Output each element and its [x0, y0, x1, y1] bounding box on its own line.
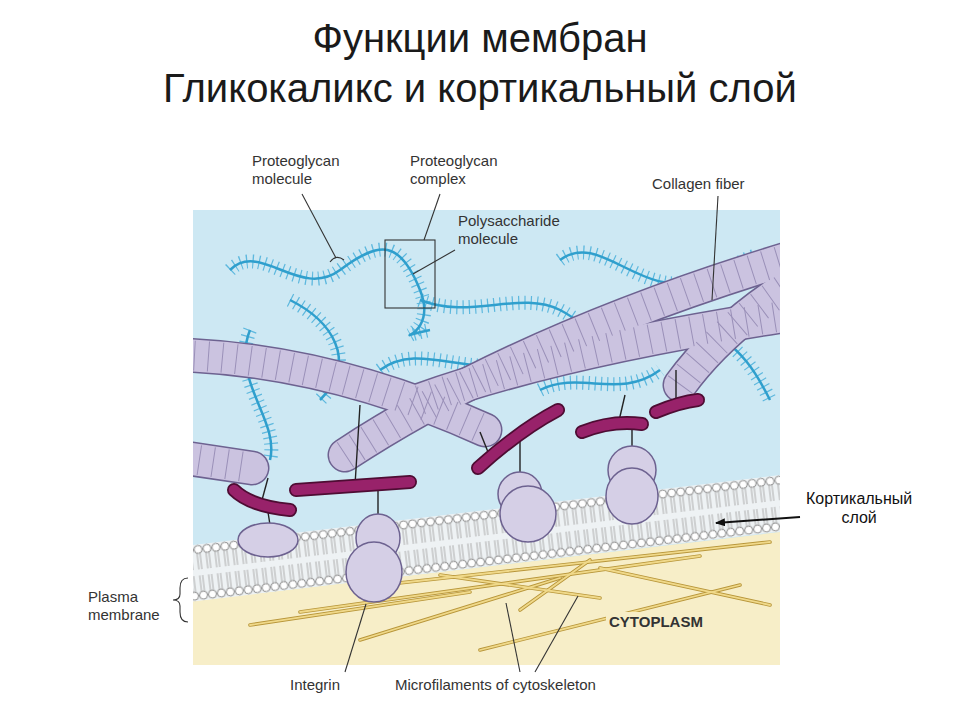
subtitle-heading: Гликокаликс и кортикальный слой: [0, 64, 960, 112]
part-label: Polysaccharide molecule: [458, 212, 560, 248]
linker-stalks: [262, 370, 676, 525]
leader-line: [712, 196, 718, 300]
microfilaments: [250, 542, 770, 650]
part-label: Plasma membrane: [88, 588, 160, 624]
collagen-fibers: [193, 258, 780, 468]
part-label: Integrin: [290, 676, 340, 694]
leader-line: [424, 194, 440, 240]
part-label: Proteoglycan complex: [410, 152, 498, 188]
leader-tick: [330, 257, 344, 262]
fibronectin-bars: [234, 400, 698, 510]
leader-lines: [173, 194, 718, 672]
part-label: Proteoglycan molecule: [252, 152, 340, 188]
illustration-area: [193, 210, 780, 665]
membrane-brace: [173, 578, 188, 622]
integrins: [238, 446, 658, 602]
region-label: CYTOPLASM: [606, 612, 706, 632]
title-heading: Функции мембран: [0, 14, 960, 62]
leader-line: [506, 603, 520, 672]
leader-line: [345, 604, 366, 672]
leader-line: [302, 194, 336, 258]
cortex-arrow: [716, 517, 800, 523]
part-label: Collagen fiber: [652, 175, 745, 193]
detail-box: [385, 240, 435, 308]
part-label: Кортикальный слой: [806, 489, 912, 527]
part-label: Microfilaments of cytoskeleton: [395, 676, 596, 694]
leader-line: [535, 596, 578, 672]
leader-line: [413, 250, 455, 274]
lipid-bilayer: [193, 472, 780, 603]
